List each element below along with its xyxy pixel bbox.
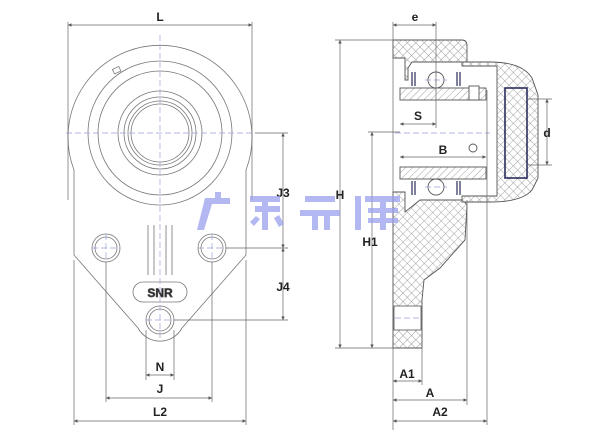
label-A2: A2 xyxy=(432,405,448,419)
extension-lines xyxy=(67,22,288,425)
end-cap-section xyxy=(461,61,539,203)
label-S: S xyxy=(414,109,422,123)
rib xyxy=(147,225,173,275)
label-N: N xyxy=(156,360,165,374)
bearing-seals xyxy=(411,72,461,195)
label-J4: J4 xyxy=(276,280,290,294)
inner-ring-upper xyxy=(399,87,487,101)
center-lines xyxy=(66,35,255,340)
set-screw xyxy=(468,85,480,101)
label-H1: H1 xyxy=(362,235,378,249)
label-A: A xyxy=(426,386,435,400)
inner-ring-lower xyxy=(399,166,487,180)
side-view: e S B d H H1 A1 A A2 xyxy=(335,10,552,430)
set-screw-hole xyxy=(468,143,478,153)
label-J: J xyxy=(157,382,164,396)
label-e: e xyxy=(412,10,419,24)
watermark xyxy=(197,192,400,230)
label-A1: A1 xyxy=(399,367,415,381)
cap-seal xyxy=(504,87,528,179)
flange-outline xyxy=(67,45,253,342)
label-d: d xyxy=(543,126,550,140)
label-L2: L2 xyxy=(153,405,167,419)
label-L: L xyxy=(156,10,163,24)
side-extension-lines xyxy=(335,22,552,430)
grease-nipple xyxy=(111,65,122,75)
housing-upper-section xyxy=(392,39,468,81)
label-B: B xyxy=(439,143,448,157)
label-H: H xyxy=(336,188,345,202)
